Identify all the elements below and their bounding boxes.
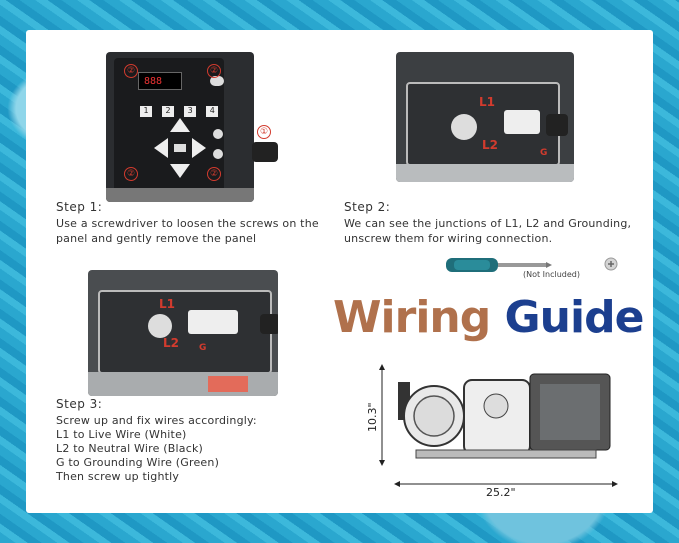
step2-text-line1: We can see the junctions of L1, L2 and G… (344, 217, 632, 230)
key-4: 4 (206, 106, 219, 117)
step2-photo (396, 52, 574, 182)
step1-title: Step 1: (56, 200, 103, 214)
marker-screw-top-right: ② (207, 64, 221, 78)
step3-text-line5: Then screw up tightly (56, 470, 180, 483)
marker-screw-bottom-left: ② (124, 167, 138, 181)
step3-text-line1: Screw up and fix wires accordingly: (56, 414, 257, 427)
headline: Wiring Guide (333, 292, 645, 343)
arrow-left-icon (154, 138, 168, 158)
step1-text-line2: panel and gently remove the panel (56, 232, 257, 245)
guide-card: 888 1 2 3 4 ② ② ② ② ① Step 1: Use a scre… (26, 30, 653, 513)
step3-text-line2: L1 to Live Wire (White) (56, 428, 187, 441)
marker-cable-gland: ① (257, 125, 271, 139)
arrow-right-icon (192, 138, 206, 158)
arrow-down-icon (170, 164, 190, 178)
step3-label-l1: L1 (159, 297, 175, 311)
cable-gland (252, 142, 278, 162)
marker-screw-bottom-right: ② (207, 167, 221, 181)
step1-text-line1: Use a screwdriver to loosen the screws o… (56, 217, 319, 230)
arrow-up-icon (170, 118, 190, 132)
step2-label-l1: L1 (479, 95, 495, 109)
arrow-keys (154, 118, 223, 178)
step3-title: Step 3: (56, 397, 103, 411)
dimension-height: 10.3" (366, 402, 379, 432)
key-2: 2 (162, 106, 175, 117)
step3-label-g: G (199, 343, 207, 353)
marker-screw-top-left: ② (124, 64, 138, 78)
step2-label-l2: L2 (482, 138, 498, 152)
step3-text-line4: G to Grounding Wire (Green) (56, 456, 220, 469)
key-1: 1 (140, 106, 152, 117)
step2-label-g: G (540, 148, 548, 158)
tool-note: (Not Included) (523, 270, 580, 279)
step1-photo: 888 1 2 3 4 (106, 52, 254, 202)
headline-word-wiring: Wiring (333, 292, 491, 343)
pump-dimension-drawing (379, 364, 618, 487)
step3-label-l2: L2 (163, 336, 179, 350)
step2-title: Step 2: (344, 200, 391, 214)
step3-text-line3: L2 to Neutral Wire (Black) (56, 442, 204, 455)
step2-text-line2: unscrew them for wiring connection. (344, 232, 553, 245)
headline-word-guide: Guide (504, 292, 645, 343)
screw-icon (604, 257, 618, 271)
dimension-width: 25.2" (486, 486, 516, 499)
screwdriver-icon (446, 258, 552, 272)
step3-photo (88, 270, 278, 396)
controller-keypad: 1 2 3 4 (140, 98, 219, 117)
key-3: 3 (184, 106, 197, 117)
